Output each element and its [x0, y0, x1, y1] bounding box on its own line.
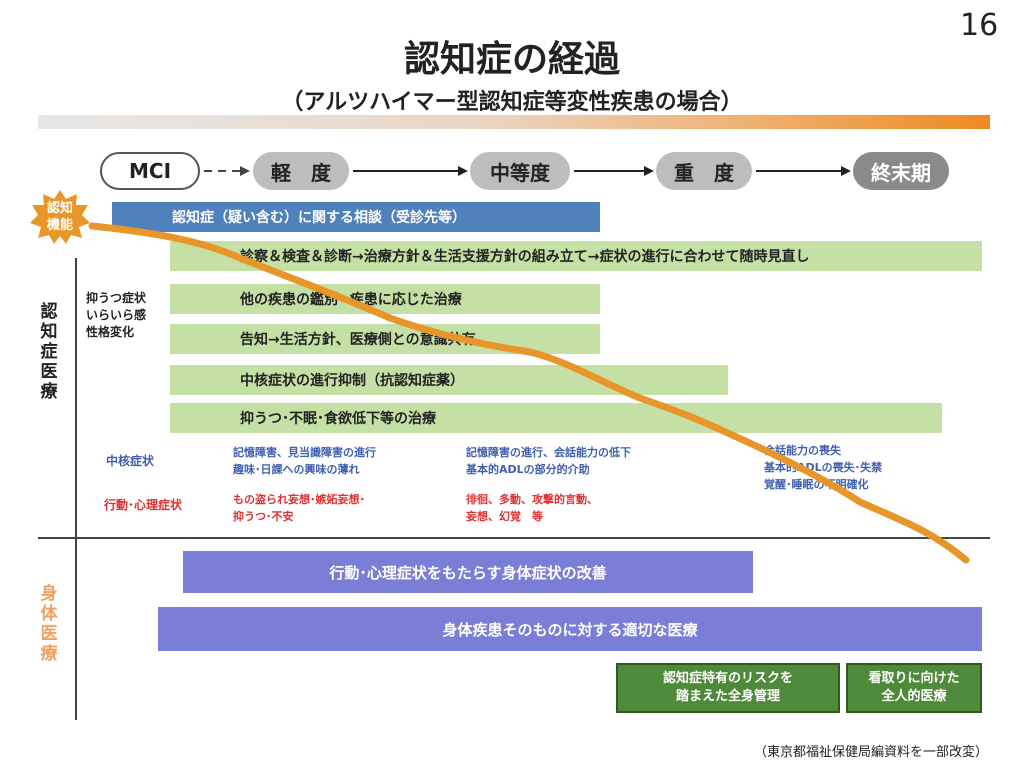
page-subtitle: （アルツハイマー型認知症等変性疾患の場合） [281, 90, 743, 115]
risk-management-line-2: 踏まえた全身管理 [675, 689, 780, 704]
consult-bar: 認知症（疑い含む）に関する相談（受診先等） [112, 202, 600, 232]
source-note: （東京都福祉保健局編資料を一部改変） [753, 745, 988, 760]
bpsd-mild-line-1: もの盗られ妄想･嫉妬妄想･ [233, 493, 365, 506]
diagnosis-bar: 診察＆検査＆診断→治療方針＆生活支援方針の組み立て→症状の進行に合わせて随時見直… [170, 241, 982, 271]
bpsd-mild-line-2: 抑うつ･不安 [233, 510, 294, 523]
core-severe-line-1: 会話能力の喪失 [764, 444, 841, 457]
cognitive-badge-label: 認知 機能 [46, 201, 73, 233]
physical-care-label: 身体医療 [40, 584, 58, 664]
end-of-life-line-2: 全人的医療 [881, 689, 947, 704]
page-number: 16 [960, 8, 999, 43]
cognitive-function-badge: 認知 機能 [30, 190, 90, 244]
symptom-treatment-bar: 抑うつ･不眠･食欲低下等の治療 [170, 403, 942, 433]
core-severe-line-2: 基本的ADLの喪失･失禁 [764, 461, 883, 474]
core-symptoms-moderate: 記憶障害の進行、会話能力の低下 基本的ADLの部分的介助 [466, 444, 631, 478]
core-moderate-line-1: 記憶障害の進行、会話能力の低下 [466, 446, 631, 459]
core-mild-line-2: 趣味･日課への興味の薄れ [233, 463, 360, 476]
early-symptom-3: 性格変化 [86, 325, 135, 339]
stage-terminal: 終末期 [853, 152, 949, 190]
core-mild-line-1: 記憶障害、見当識障害の進行 [233, 446, 376, 459]
bpsd-moderate-line-1: 徘徊、多動、攻撃的言動、 [466, 493, 598, 506]
bpsd-label: 行動･心理症状 [104, 498, 183, 512]
core-symptoms-label: 中核症状 [106, 454, 155, 468]
early-symptoms-note: 抑うつ症状 いらいら感 性格変化 [86, 290, 146, 341]
stage-mci: MCI [100, 152, 200, 190]
end-of-life-line-1: 看取りに向けた [868, 671, 960, 686]
core-moderate-line-2: 基本的ADLの部分的介助 [466, 463, 590, 476]
bpsd-moderate-line-2: 妄想、幻覚 等 [466, 510, 543, 523]
early-symptom-1: 抑うつ症状 [86, 291, 147, 305]
core-symptoms-severe: 会話能力の喪失 基本的ADLの喪失･失禁 覚醒･睡眠の不明確化 [764, 442, 882, 493]
end-of-life-box: 看取りに向けた 全人的医療 [846, 663, 982, 713]
gradient-divider [38, 115, 990, 129]
core-symptoms-mild: 記憶障害、見当識障害の進行 趣味･日課への興味の薄れ [233, 444, 376, 478]
vertical-axis [75, 258, 77, 720]
bpsd-improvement-bar: 行動･心理症状をもたらす身体症状の改善 [183, 551, 753, 593]
risk-management-line-1: 認知症特有のリスクを [662, 671, 793, 686]
disclosure-bar: 告知→生活方針、医療側との意識共有 [170, 324, 600, 354]
appropriate-care-bar: 身体疾患そのものに対する適切な医療 [158, 607, 982, 651]
risk-management-box: 認知症特有のリスクを 踏まえた全身管理 [616, 663, 840, 713]
stage-mild: 軽 度 [253, 152, 349, 190]
early-symptom-2: いらいら感 [86, 308, 147, 322]
dementia-care-label: 認知症医療 [40, 302, 58, 402]
section-divider [38, 537, 990, 539]
core-severe-line-3: 覚醒･睡眠の不明確化 [764, 478, 869, 491]
core-treatment-bar: 中核症状の進行抑制（抗認知症薬） [170, 365, 728, 395]
bpsd-mild: もの盗られ妄想･嫉妬妄想･ 抑うつ･不安 [233, 491, 365, 525]
starburst-icon [30, 190, 90, 244]
differential-bar: 他の疾患の鑑別→疾患に応じた治療 [170, 284, 600, 314]
stage-moderate: 中等度 [470, 152, 570, 190]
page-title: 認知症の経過 [403, 39, 620, 80]
stage-severe: 重 度 [656, 152, 752, 190]
bpsd-moderate: 徘徊、多動、攻撃的言動、 妄想、幻覚 等 [466, 491, 598, 525]
